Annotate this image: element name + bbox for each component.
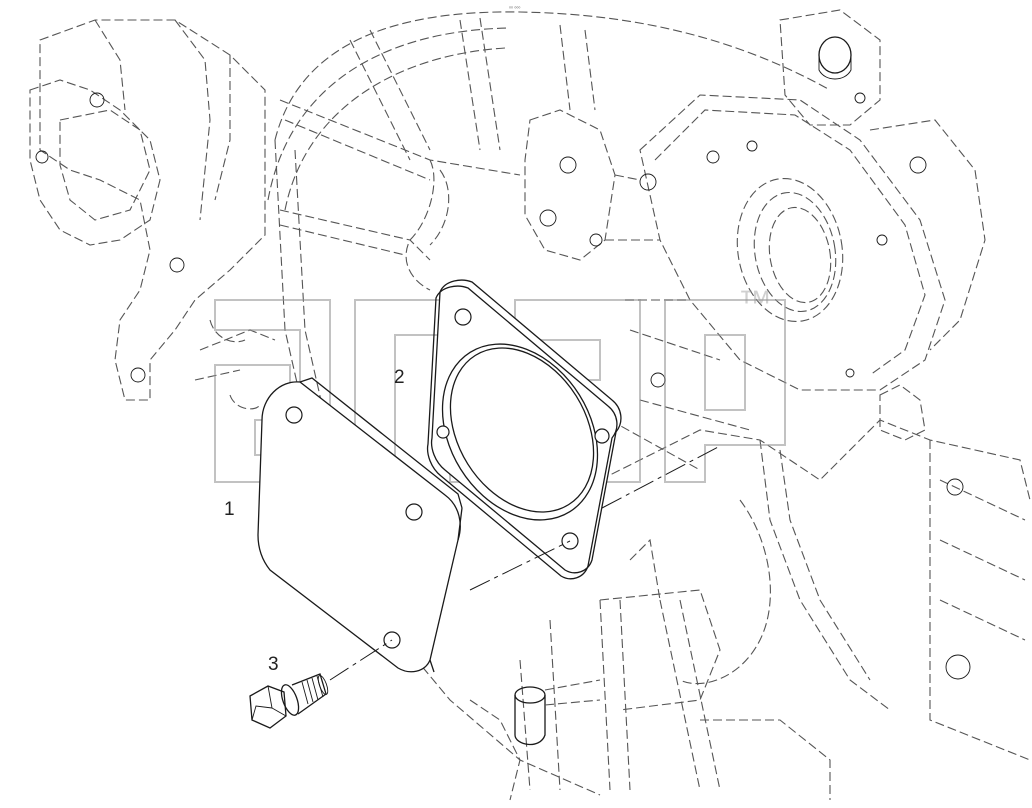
bolt-hole (650, 372, 666, 388)
header-mark: ⁰⁰ ⁰⁰⁰ (509, 6, 521, 12)
bolt-hole (589, 233, 603, 247)
cover-plate-hole (405, 503, 423, 521)
bolt-hole (845, 368, 855, 378)
bolt-hole (35, 150, 49, 164)
callout-label-3: 3 (268, 654, 279, 675)
bolt-hole (854, 92, 866, 104)
bolt-hole (746, 140, 758, 152)
assembly-centerline (469, 540, 571, 591)
bolt-hole (89, 92, 105, 108)
callout-label-1: 1 (224, 499, 235, 520)
bolt-hole (909, 156, 927, 174)
bolt-hole (539, 209, 557, 227)
part-cover-plate (257, 377, 463, 673)
callout-label-2: 2 (394, 367, 405, 388)
bolt-hole (706, 150, 720, 164)
assembly-centerline (329, 639, 393, 681)
gasket-hole (436, 425, 450, 439)
bolt-hole (169, 257, 185, 273)
cover-plate-hole (285, 406, 303, 424)
gasket-hole (594, 428, 610, 444)
watermark-trademark: ™ (738, 284, 772, 322)
bolt-hole (945, 654, 971, 680)
assembly-centerline (601, 445, 721, 509)
bolt-hole (559, 156, 577, 174)
part-flange-bolt (249, 673, 329, 729)
bolt-hole (876, 234, 888, 246)
part-gasket (426, 279, 622, 580)
bolt-hole (639, 173, 657, 191)
gasket-hole (454, 308, 472, 326)
bolt-hole (946, 478, 964, 496)
bolt-hole (130, 367, 146, 383)
